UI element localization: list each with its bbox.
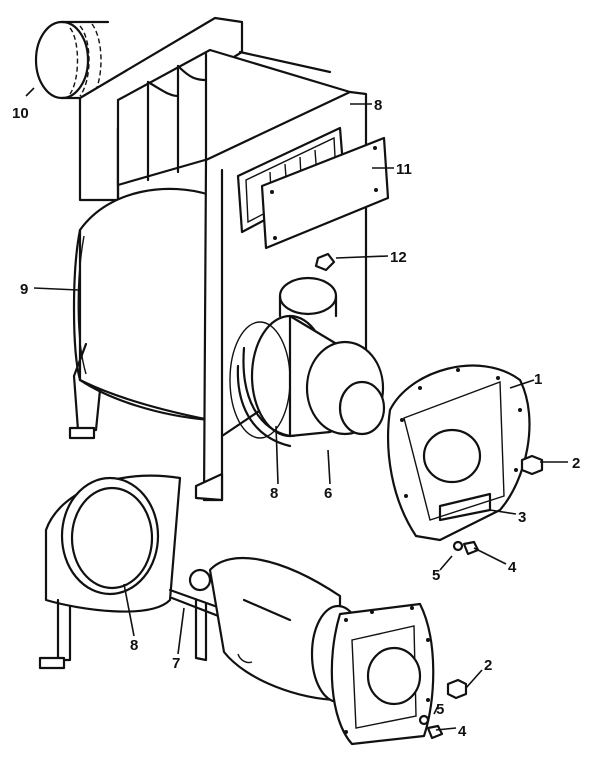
callout-8-top: 8 bbox=[374, 97, 382, 114]
callout-2-upper: 2 bbox=[572, 455, 580, 472]
burner-tube bbox=[229, 276, 386, 439]
callout-7: 7 bbox=[172, 655, 180, 672]
callout-11: 11 bbox=[396, 161, 412, 178]
callout-8-lower: 8 bbox=[130, 637, 138, 654]
callout-8-middle: 8 bbox=[270, 485, 278, 502]
nut bbox=[520, 454, 544, 476]
callout-2-lower: 2 bbox=[484, 657, 492, 674]
lower-ring-plate bbox=[38, 474, 182, 670]
combustion-chamber bbox=[68, 187, 212, 440]
callout-9: 9 bbox=[20, 281, 28, 298]
callout-3: 3 bbox=[518, 509, 526, 526]
mounting-flange bbox=[387, 364, 531, 542]
callout-6: 6 bbox=[324, 485, 332, 502]
callout-1: 1 bbox=[534, 371, 542, 388]
cover-plate bbox=[260, 136, 390, 250]
lower-flange bbox=[330, 602, 435, 746]
callout-10: 10 bbox=[12, 105, 29, 122]
callout-4-upper: 4 bbox=[508, 559, 517, 576]
leader-lines bbox=[25, 87, 568, 731]
callout-4-lower: 4 bbox=[458, 723, 467, 740]
screw bbox=[314, 252, 336, 272]
callout-5-lower: 5 bbox=[436, 701, 444, 718]
callout-12: 12 bbox=[390, 249, 407, 266]
lower-nut bbox=[446, 678, 468, 700]
callout-5-upper: 5 bbox=[432, 567, 440, 584]
burner-gasket bbox=[236, 346, 292, 448]
washer-screw bbox=[452, 540, 480, 556]
